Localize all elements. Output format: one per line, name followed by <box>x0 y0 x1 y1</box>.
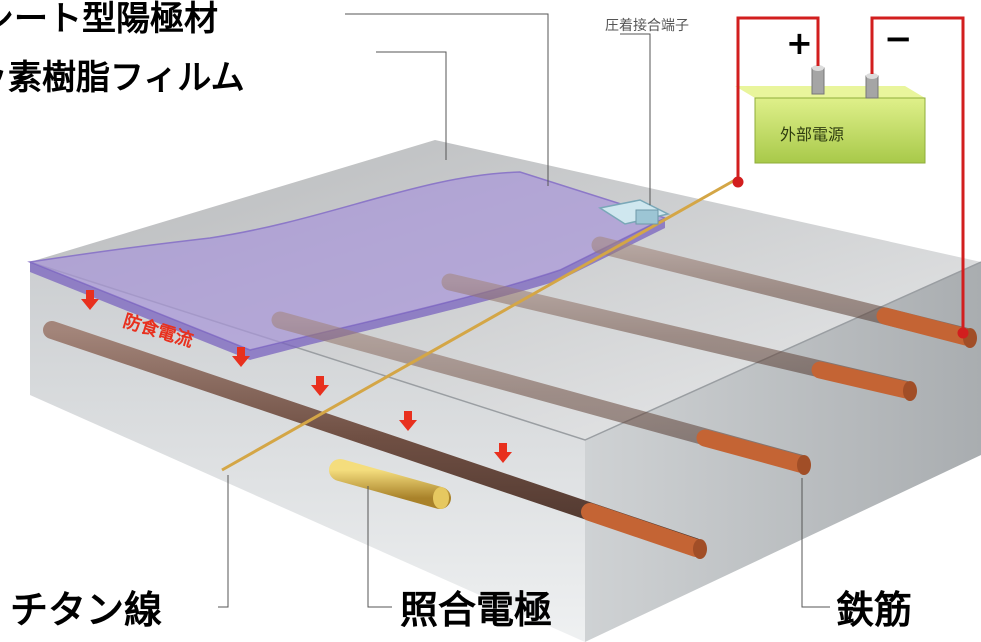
plus-sign: + <box>786 24 813 62</box>
rebars <box>43 236 977 559</box>
rebar <box>271 311 811 475</box>
anode-material-label: 導電性シート型陽極材 <box>0 0 218 39</box>
arrow-down-icon <box>494 443 512 463</box>
arrow-down-icon <box>399 411 417 431</box>
minus-sign: − <box>884 19 913 59</box>
rebar-front <box>43 321 707 559</box>
external-power-source <box>735 65 926 164</box>
current-arrows <box>81 290 512 463</box>
crimp-terminal <box>598 199 671 225</box>
power-wires <box>732 16 969 339</box>
positive-wire <box>736 16 820 182</box>
battery-body <box>754 97 926 164</box>
fluororesin-film-label: フッ素樹脂フィルム <box>0 58 245 98</box>
external-power-label: 外部電源 <box>780 125 844 144</box>
arrow-down-icon <box>232 347 250 367</box>
battery-top <box>735 86 925 98</box>
fluororesin-film <box>27 171 667 351</box>
negative-wire <box>870 16 965 333</box>
crimp-terminal-label: 圧着接合端子 <box>605 17 689 34</box>
rebar-label: 鉄筋 <box>836 588 912 632</box>
titanium-wire-label: チタン線 <box>10 588 162 632</box>
reference-electrode <box>329 459 451 509</box>
reference-electrode-label: 照合電極 <box>400 588 552 632</box>
titanium-wire <box>221 178 736 472</box>
arrow-down-icon <box>81 290 99 310</box>
arrow-down-icon <box>311 376 329 396</box>
slab-front-face <box>30 262 585 642</box>
rebar <box>591 236 977 348</box>
leader-lines <box>218 13 830 608</box>
